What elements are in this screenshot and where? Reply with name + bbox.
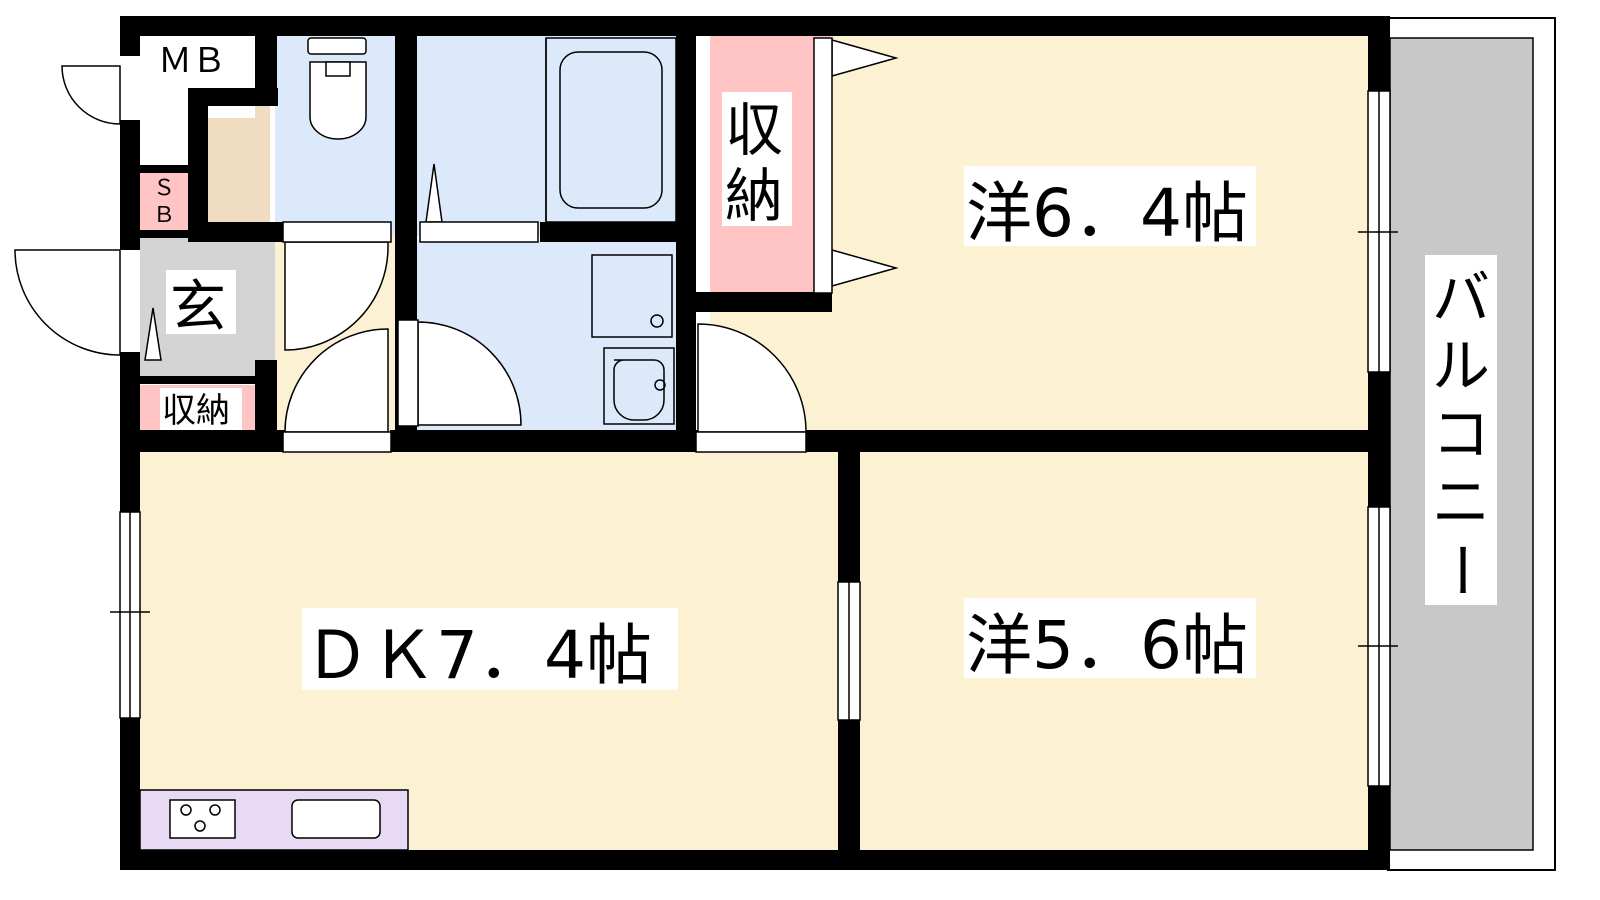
entrance-label-bg <box>166 270 236 334</box>
wall-bath-washroom <box>540 222 680 242</box>
wall-mid-horizontal-2 <box>390 430 700 452</box>
wall-toilet-left <box>188 100 208 240</box>
toilet-door-icon <box>284 241 389 351</box>
closet-door-rail <box>813 37 833 294</box>
drain-icon <box>650 314 664 328</box>
balcony-label-bg <box>1425 255 1497 605</box>
western-door-icon <box>697 323 807 433</box>
wall-closet-bottom <box>696 292 832 312</box>
entrance-storage-label: 収納 <box>162 391 230 431</box>
toilet-door-frame <box>282 221 392 243</box>
stove <box>169 799 236 839</box>
wall-toilet-bottom <box>188 222 283 242</box>
walls <box>120 16 1390 870</box>
front-door-icon <box>14 249 121 356</box>
wall-bath-right <box>676 16 696 452</box>
balcony-label-char: ニ <box>1432 468 1490 536</box>
hallway-door-frame <box>282 431 392 453</box>
bathroom-floor <box>415 36 690 236</box>
windows <box>110 90 1398 787</box>
faucet-icon <box>654 379 666 391</box>
burner-icon <box>209 804 221 816</box>
balcony-label-char: バ <box>1432 264 1490 332</box>
sb-label-b: Ｂ <box>153 203 175 228</box>
wall-bottom <box>120 850 1390 870</box>
western-door-frame <box>695 431 807 453</box>
wall-mb-right <box>255 16 277 106</box>
wall-mid-horizontal-3 <box>805 430 1390 452</box>
dk-label-bg <box>302 608 678 690</box>
closet-label-bg <box>722 92 792 226</box>
doors <box>14 65 807 453</box>
mb-label: ＭＢ <box>158 41 226 81</box>
washroom-door-frame <box>397 319 419 427</box>
wall-left-mid <box>120 120 140 250</box>
wall-top <box>120 16 1390 36</box>
burner-icon <box>180 804 192 816</box>
toilet-tank <box>307 37 367 55</box>
burner-icon <box>194 820 206 832</box>
western-2-label-bg <box>964 598 1256 678</box>
wall-entrance-right <box>255 360 277 452</box>
shoe-cabinet <box>208 105 270 225</box>
wall-right-bottom <box>1368 786 1390 870</box>
mb-door-icon <box>61 65 121 125</box>
western-2-label: 洋5．6帖 <box>966 607 1248 684</box>
bathtub-inner <box>559 51 663 209</box>
washroom-door-icon <box>417 321 522 426</box>
bath-door-frame <box>419 221 539 243</box>
entrance-label: 玄 <box>170 275 226 340</box>
western-1-label: 洋6．4帖 <box>966 175 1248 252</box>
balcony-label-char: ー <box>1427 541 1495 599</box>
wash-basin <box>603 347 675 425</box>
hallway-door-icon <box>284 328 389 433</box>
western-1-label-bg <box>964 166 1256 246</box>
toilet-bowl <box>309 61 367 140</box>
wall-dk-divider <box>838 450 860 582</box>
closet-label-1: 収 <box>725 96 783 164</box>
kitchen-sink <box>291 799 381 839</box>
entrance-storage-label-bg <box>160 388 242 430</box>
wall-sb-top <box>140 165 190 173</box>
washing-machine-pan <box>591 254 673 338</box>
wall-left-bottom <box>120 718 140 870</box>
wall-sb-bottom <box>140 230 190 238</box>
basin-bowl <box>613 359 665 421</box>
wall-entrance-storage-top <box>140 376 275 384</box>
wall-right-top <box>1368 16 1390 91</box>
step-marker <box>144 307 162 361</box>
sb-floor <box>140 172 188 232</box>
balcony-label-char: コ <box>1432 400 1490 468</box>
dk-label: ＤＫ7．4帖 <box>304 617 652 694</box>
balcony-label-char: ル <box>1432 332 1490 400</box>
wall-dk-divider-lower <box>838 720 860 870</box>
wall-left-upper <box>120 16 140 56</box>
sb-label-s: Ｓ <box>153 176 175 201</box>
toilet-seat <box>325 61 351 77</box>
closet-label-2: 納 <box>725 162 783 230</box>
wall-mid-horizontal <box>120 430 285 452</box>
